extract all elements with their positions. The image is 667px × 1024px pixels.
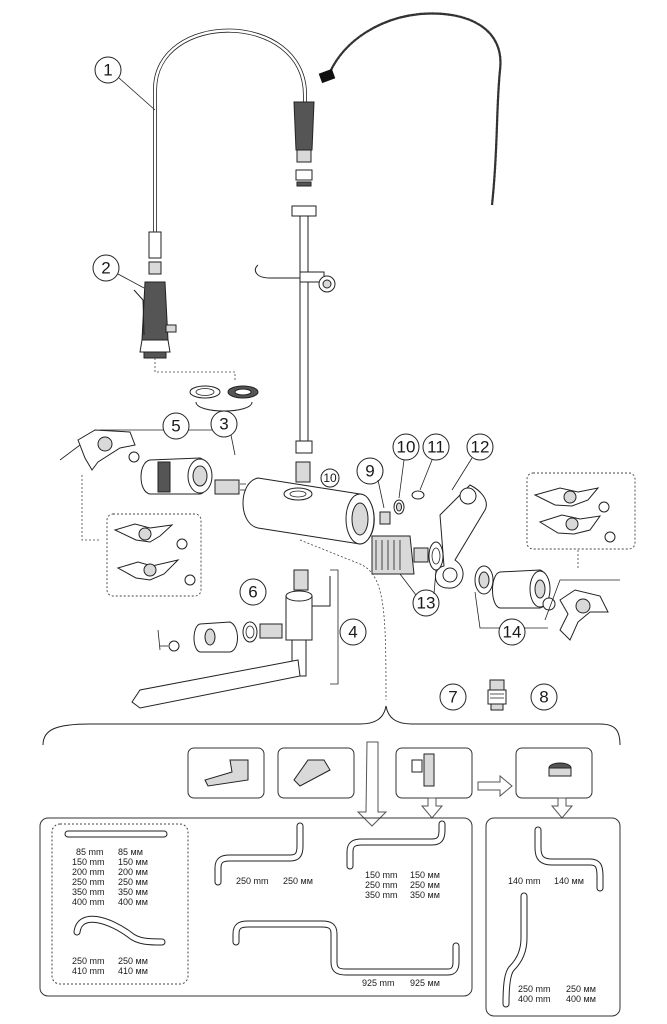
callout-8: 8 (539, 688, 548, 707)
dim-straight-r5: 400 мм (118, 897, 148, 907)
spout-assembly (131, 569, 339, 709)
callout-12: 12 (471, 438, 490, 457)
dim-rv-r1: 400 мм (566, 994, 596, 1004)
spout-drawings (64, 820, 604, 1008)
dim-rv-l0: 250 mm (518, 984, 551, 994)
callout-11: 11 (427, 438, 445, 457)
dim-straight-r4: 350 мм (118, 887, 148, 897)
dim-straight-l2: 200 mm (72, 867, 105, 877)
callout-3: 3 (219, 415, 228, 434)
dim-swan-r0: 250 мм (118, 956, 148, 966)
callout-10: 10 (397, 438, 416, 457)
dim-s250-r: 250 мм (283, 876, 313, 886)
spring-coil (318, 12, 502, 206)
dim-s250-l: 250 mm (236, 876, 269, 886)
callout-2: 2 (101, 259, 110, 278)
callout-13: 13 (417, 594, 436, 613)
callout-4: 4 (348, 623, 357, 642)
dim-straight-r3: 250 мм (118, 877, 148, 887)
riser-column (254, 215, 336, 454)
left-handle-options (106, 513, 202, 597)
dim-swan-l1: 410 mm (72, 966, 105, 976)
dim-straight-l0: 85 mm (76, 847, 104, 857)
callout-7: 7 (448, 688, 457, 707)
callout-9: 9 (365, 462, 374, 481)
dim-straight-l5: 400 mm (72, 897, 105, 907)
dim-straight-l3: 250 mm (72, 877, 105, 887)
callout-1: 1 (103, 61, 112, 80)
column-top (291, 101, 317, 217)
aerator-pair (189, 385, 259, 412)
right-handle-options (526, 472, 636, 570)
dim-long-r: 925 мм (410, 978, 440, 988)
dim-r140-l: 140 mm (508, 876, 541, 886)
pre-rinse-hose (148, 28, 307, 259)
mixer-body (242, 461, 375, 545)
dim-rv-r0: 250 мм (566, 984, 596, 994)
dim-long-l: 925 mm (362, 978, 395, 988)
dim-swan-r1: 410 мм (118, 966, 148, 976)
dim-straight-l4: 350 mm (72, 887, 105, 897)
dim-s3-l1: 250 mm (365, 880, 398, 890)
callout-6: 6 (248, 583, 257, 602)
dim-s3-l0: 150 mm (365, 870, 398, 880)
nipple-part (487, 679, 507, 711)
spout-panel-right (485, 817, 621, 1017)
callout-10-small: 10 (323, 471, 337, 485)
callout-circles: 1 2 3 4 5 6 7 8 9 10 10 11 12 13 14 (92, 56, 558, 711)
dim-straight-r0: 85 мм (118, 847, 143, 857)
dim-s3-r1: 250 мм (410, 880, 440, 890)
left-valve-group (59, 429, 246, 541)
small-parts (379, 484, 487, 589)
dimension-labels: 85 mm 85 мм 150 mm 150 мм 200 mm 200 мм … (72, 847, 596, 1004)
dim-rv-l1: 400 mm (518, 994, 551, 1004)
dim-s3-r0: 150 мм (410, 870, 440, 880)
variant-icons (187, 741, 593, 827)
callout-5: 5 (171, 417, 180, 436)
dim-s3-r2: 350 мм (410, 890, 440, 900)
spray-gun (133, 261, 177, 359)
dim-straight-l1: 150 mm (72, 857, 105, 867)
dim-straight-r1: 150 мм (118, 857, 148, 867)
dim-swan-l0: 250 mm (72, 956, 105, 966)
right-valve-group (474, 565, 620, 641)
spout-panel-left (39, 817, 473, 997)
spout-subpanel-dotted (51, 823, 189, 985)
dim-straight-r2: 200 мм (118, 867, 148, 877)
dim-r140-r: 140 мм (554, 876, 584, 886)
right-cartridge (371, 535, 444, 575)
dim-s3-l2: 350 mm (365, 890, 398, 900)
callout-14: 14 (503, 623, 522, 642)
